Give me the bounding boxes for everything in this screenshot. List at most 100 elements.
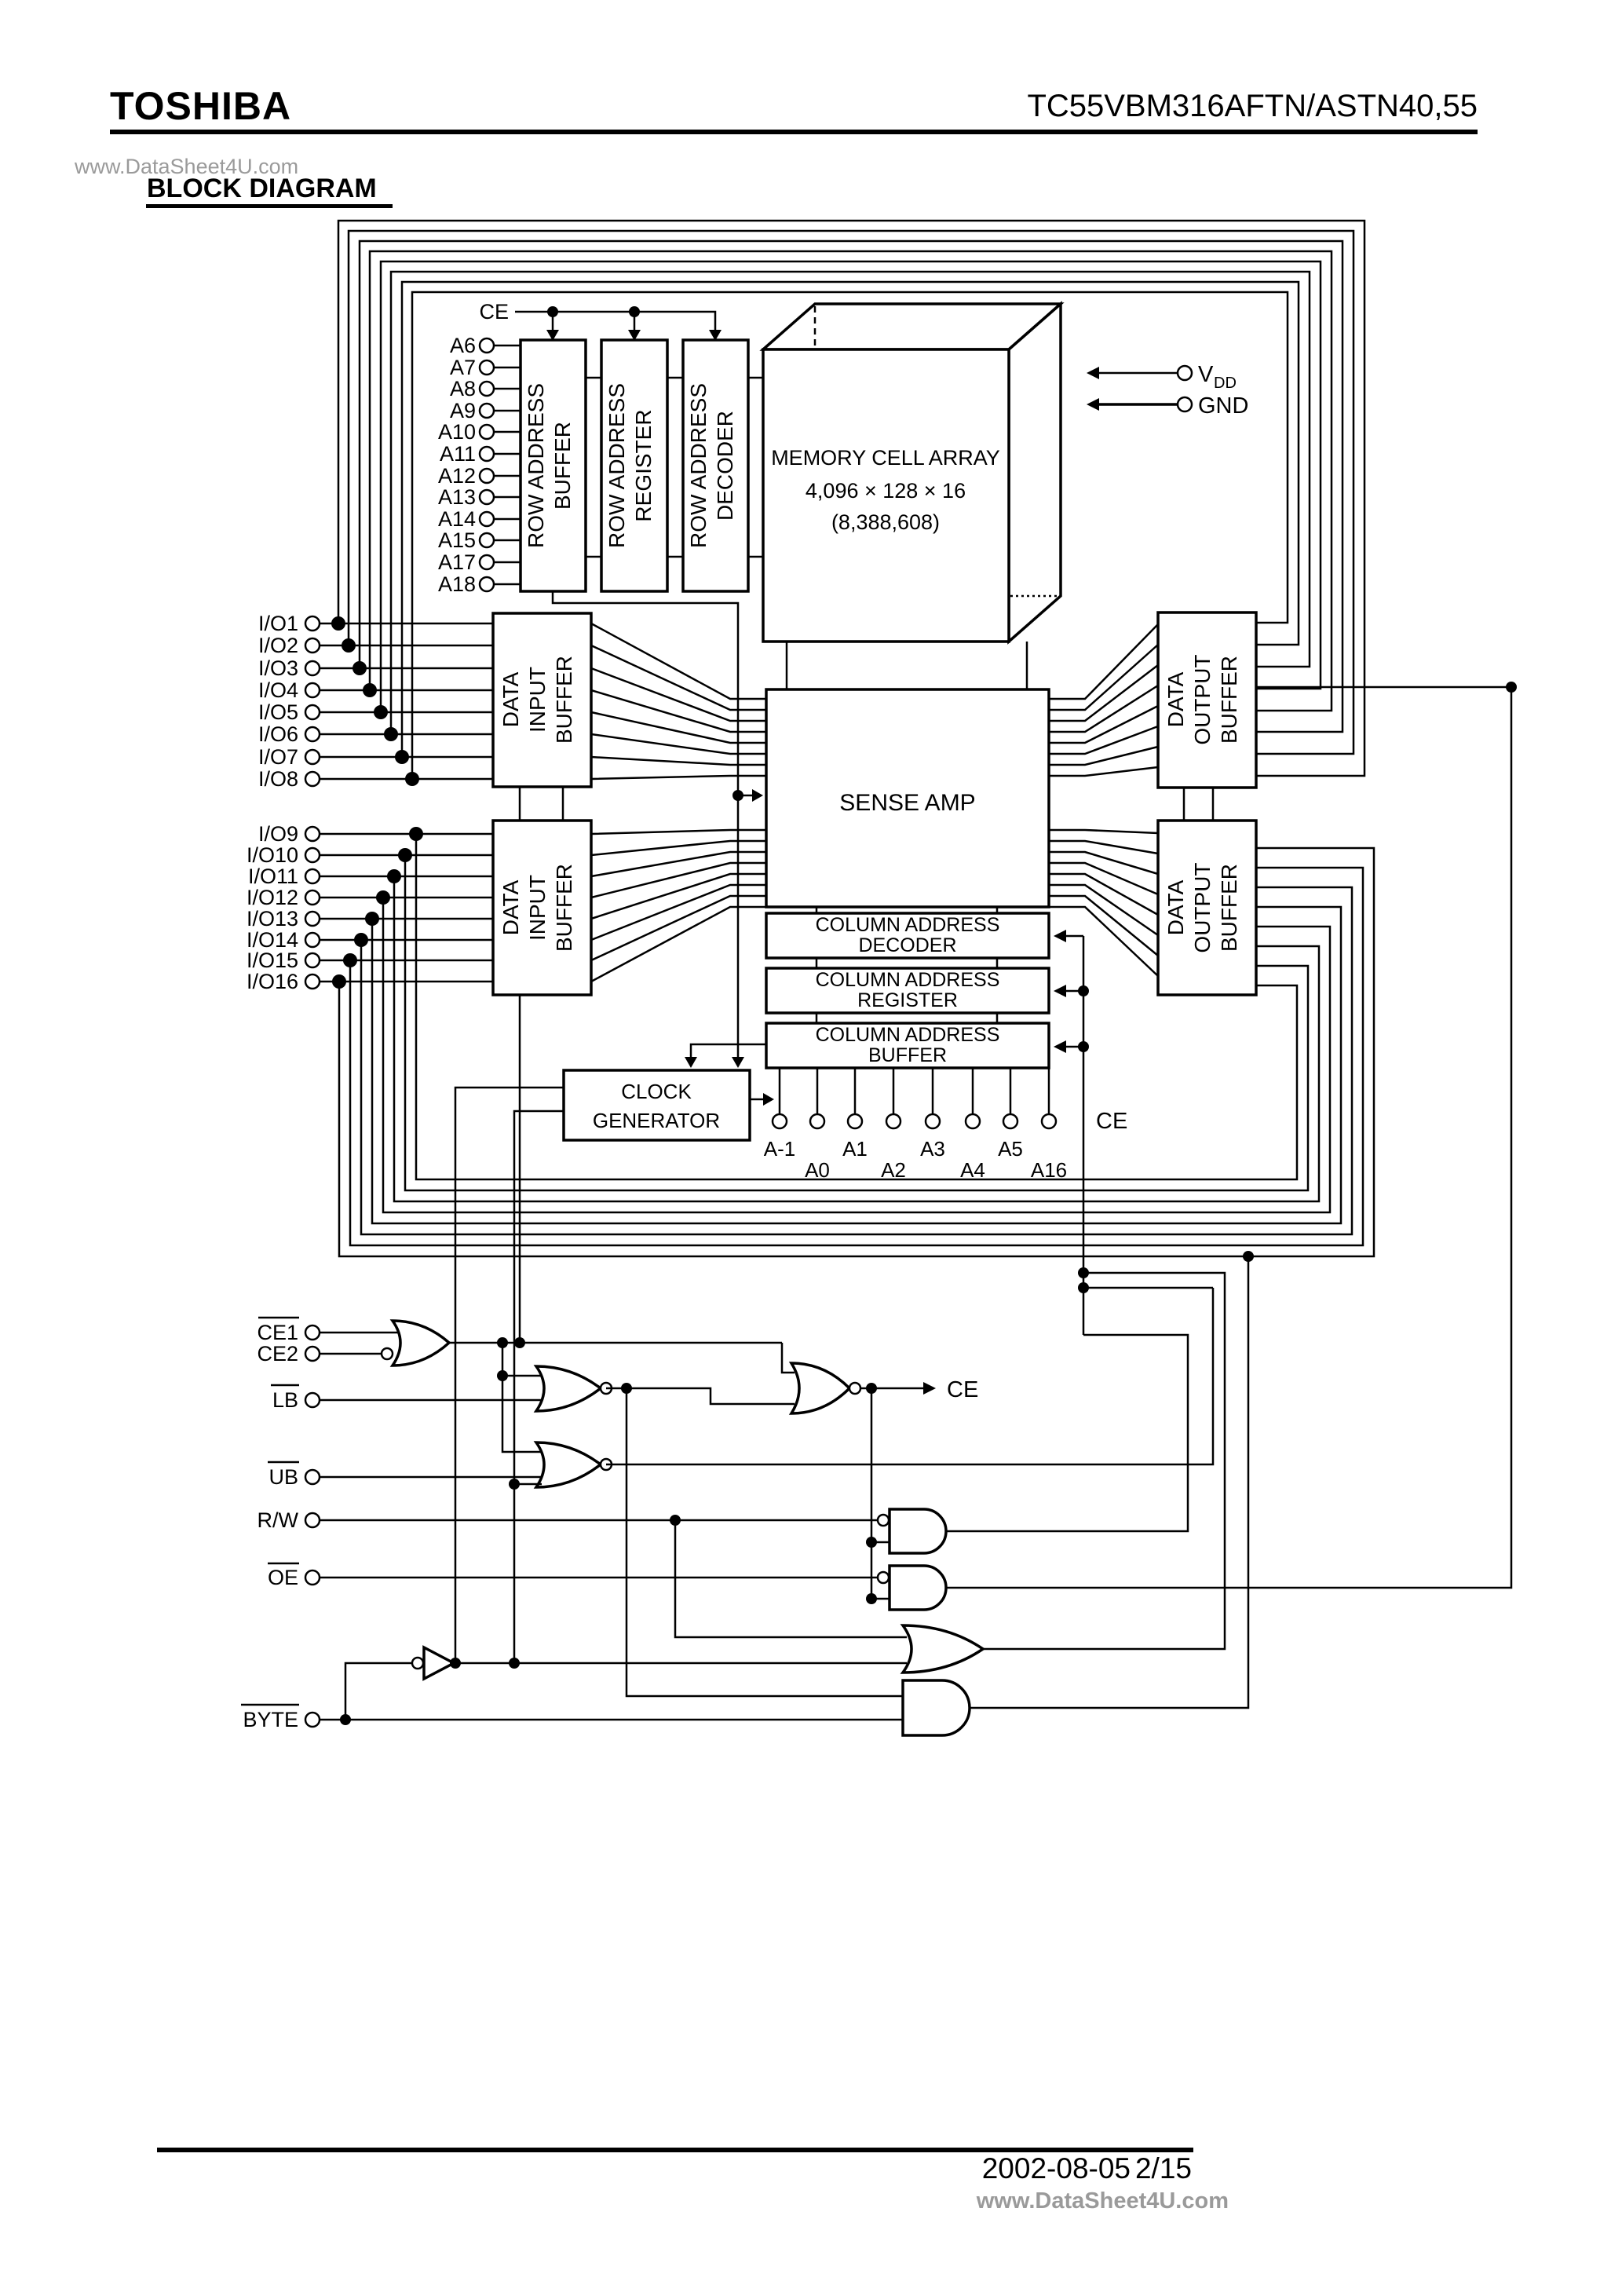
watermark-bottom: www.DataSheet4U.com (976, 2188, 1229, 2214)
address-bottom-terminals: A-1 A0 A1 A2 A3 A4 A5 A16 (764, 1068, 1067, 1182)
column-address-blocks: COLUMN ADDRESS DECODER COLUMN ADDRESS RE… (765, 907, 1127, 1335)
ub-label: UB (269, 1465, 298, 1489)
page-title-underline (146, 204, 393, 208)
nor-gate-lb (533, 1365, 603, 1413)
sense-amp-label: SENSE AMP (839, 790, 975, 816)
nor-gate-ub (533, 1441, 603, 1489)
vdd-sub-label: DD (1214, 375, 1237, 392)
lb-label: LB (272, 1388, 298, 1412)
io3-label: I/O3 (258, 656, 298, 680)
addr-a18: A18 (438, 572, 476, 596)
col-buffer-line2: BUFFER (868, 1044, 947, 1066)
or-gate-ce (389, 1319, 451, 1367)
dib-sense-fan (590, 622, 766, 983)
address-top-terminals: A6 A7 A8 A9 A10 A11 A12 A13 A14 A15 A17 … (438, 334, 521, 596)
byte-label: BYTE (243, 1708, 298, 1731)
io1-label: I/O1 (258, 612, 298, 635)
footer-page: 2/15 (1135, 2152, 1192, 2184)
addr-a11: A11 (440, 442, 476, 466)
dib2-line2: INPUT (525, 875, 550, 941)
ce2-label: CE2 (257, 1342, 298, 1366)
dib1-line3: BUFFER (552, 656, 576, 744)
addr-a10: A10 (438, 420, 476, 444)
data-output-buffers: DATA OUTPUT BUFFER DATA OUTPUT BUFFER (1156, 611, 1258, 996)
addr-a1: A1 (842, 1137, 868, 1161)
sense-amp: SENSE AMP (765, 688, 1050, 909)
data-input-buffer-1 (491, 612, 593, 788)
io-terminals: I/O1 I/O2 I/O3 I/O4 I/O5 I/O6 I/O7 I/O8 … (247, 612, 493, 993)
memory-size: 4,096 × 128 × 16 (806, 479, 966, 503)
io10-label: I/O10 (247, 843, 298, 867)
addr-a15: A15 (438, 528, 476, 552)
column-address-decoder-block (765, 912, 1050, 960)
addr-a9: A9 (450, 399, 476, 422)
io12-label: I/O12 (247, 886, 298, 909)
io7-label: I/O7 (258, 745, 298, 769)
part-number: TC55VBM316AFTN/ASTN40,55 (1027, 89, 1478, 123)
col-buffer-line1: COLUMN ADDRESS (816, 1024, 1000, 1046)
row-address-blocks: ROW ADDRESS BUFFER ROW ADDRESS REGISTER … (519, 338, 763, 593)
memory-total: (8,388,608) (831, 510, 940, 534)
addr-a14: A14 (438, 507, 476, 531)
col-register-line1: COLUMN ADDRESS (816, 969, 1000, 991)
io8-label: I/O8 (258, 767, 298, 791)
dob1-line2: OUTPUT (1190, 654, 1215, 744)
control-logic: CE1 CE2 LB UB R/W OE BYTE CE (241, 682, 1517, 1737)
io16-label: I/O16 (247, 970, 298, 993)
row-buffer-line1: ROW ADDRESS (524, 383, 548, 548)
rw-label: R/W (258, 1508, 299, 1532)
io2-label: I/O2 (258, 634, 298, 657)
clock-generator: CLOCK GENERATOR (454, 591, 774, 1663)
gate-junction-dots (450, 682, 1517, 1669)
row-decoder-line2: DECODER (713, 411, 737, 521)
addr-a16: A16 (1031, 1158, 1067, 1182)
row-address-register-block (600, 338, 669, 593)
memory-title: MEMORY CELL ARRAY (771, 446, 1000, 470)
addr-a3: A3 (920, 1137, 945, 1161)
ce-top-label: CE (479, 300, 509, 324)
dib1-line2: INPUT (525, 667, 550, 733)
dib2-line3: BUFFER (552, 864, 576, 952)
vdd-label: V (1198, 362, 1214, 387)
clock-line1: CLOCK (621, 1080, 692, 1103)
data-input-buffer-2 (491, 819, 593, 996)
addr-a6: A6 (450, 334, 476, 357)
and-gate-byte (901, 1679, 971, 1737)
dob2-line1: DATA (1164, 879, 1188, 935)
gnd-label: GND (1198, 393, 1248, 419)
footer-date: 2002-08-05 (982, 2152, 1131, 2184)
row-address-decoder-block (681, 338, 750, 593)
data-output-buffer-2 (1156, 819, 1258, 996)
power-pins: V DD GND (1087, 362, 1248, 419)
io11-label: I/O11 (248, 865, 298, 888)
dob2-line3: BUFFER (1217, 864, 1241, 952)
row-register-line1: ROW ADDRESS (605, 383, 629, 548)
column-address-buffer-block (765, 1022, 1050, 1069)
dob2-line2: OUTPUT (1190, 862, 1215, 952)
io9-label: I/O9 (258, 822, 298, 846)
addr-a5: A5 (998, 1137, 1023, 1161)
io15-label: I/O15 (247, 949, 298, 972)
sense-dob-fan (1049, 623, 1159, 977)
dib2-line1: DATA (499, 879, 523, 935)
addr-a0: A0 (805, 1158, 830, 1182)
col-register-line2: REGISTER (857, 989, 958, 1011)
ce-top-net: CE (479, 300, 721, 341)
io14-label: I/O14 (247, 928, 298, 952)
io5-label: I/O5 (258, 700, 298, 724)
nor-gate-ce-out (788, 1362, 852, 1415)
top-bus-loop (337, 219, 1366, 779)
ce-column-label: CE (1096, 1109, 1127, 1134)
watermark-top: www.DataSheet4U.com (74, 155, 298, 178)
page-title: BLOCK DIAGRAM (147, 174, 377, 203)
overline-bars (241, 1316, 299, 1706)
clock-line2: GENERATOR (593, 1109, 720, 1132)
dob1-line1: DATA (1164, 671, 1188, 727)
inverter-byte (422, 1645, 457, 1681)
header: TOSHIBA TC55VBM316AFTN/ASTN40,55 www.Dat… (74, 84, 1478, 208)
addr-a-1: A-1 (764, 1137, 795, 1161)
ce-output-label: CE (947, 1377, 978, 1402)
footer: 2002-08-05 2/15 www.DataSheet4U.com (157, 2148, 1229, 2214)
